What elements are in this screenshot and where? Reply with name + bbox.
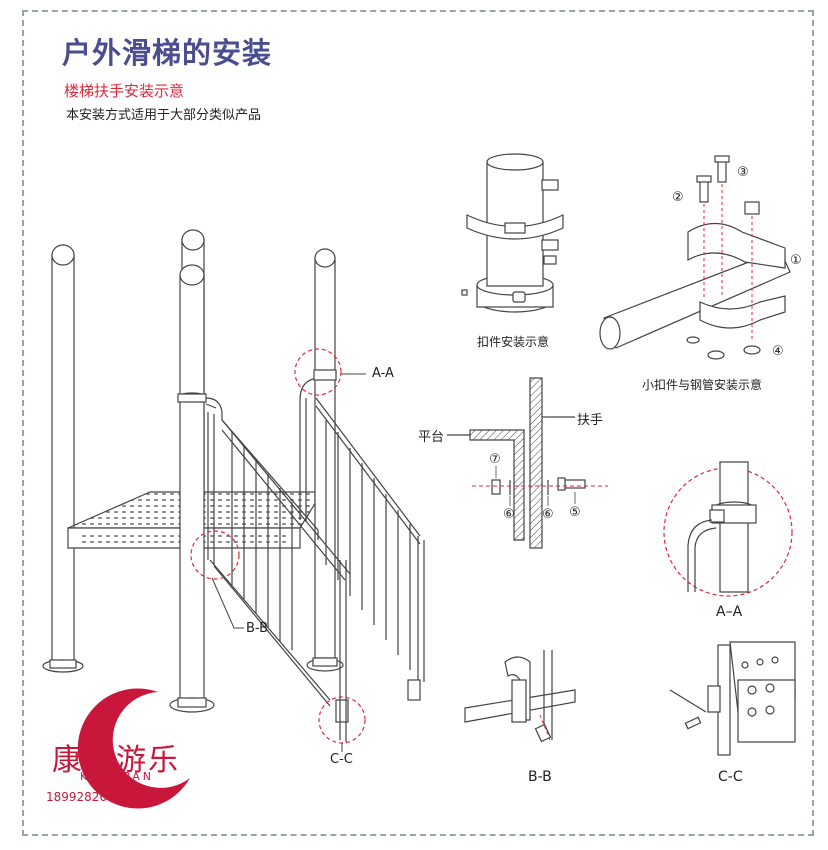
section-drawing xyxy=(447,377,586,549)
page-title: 户外滑梯的安装 xyxy=(62,36,273,70)
label-platform: 平台 xyxy=(418,430,445,445)
dashed-border xyxy=(22,10,814,836)
applicability-note: 本安装方式适用于大部分类似产品 xyxy=(66,108,262,123)
small-clamp-figure xyxy=(599,155,791,360)
label-b-b: B-B xyxy=(246,621,269,636)
caption-small-clamp-pipe: 小扣件与钢管安装示意 xyxy=(642,378,763,392)
label-a-a: A-A xyxy=(372,366,394,381)
callout-3: ③ xyxy=(737,165,749,180)
handrail-left xyxy=(205,397,351,707)
detail-b-b-axis xyxy=(539,714,551,741)
handrail-right xyxy=(299,377,425,742)
callout-2: ② xyxy=(672,190,684,205)
caption-detail-b-b: B-B xyxy=(528,769,552,785)
leader-lines xyxy=(211,373,366,752)
brand-logo-mark xyxy=(77,688,190,809)
brand-name-cn: 康攀游乐 xyxy=(52,743,180,778)
caption-clamp-install: 扣件安装示意 xyxy=(477,335,550,349)
caption-detail-c-c: C-C xyxy=(718,769,743,785)
small-clamp-dashes xyxy=(703,184,753,340)
brand-name-en: KANGPAN xyxy=(80,770,154,783)
callout-7: ⑦ xyxy=(489,452,501,467)
callout-5: ⑤ xyxy=(569,505,581,520)
main-structure xyxy=(42,229,425,742)
marker-circle-a-a xyxy=(294,348,342,396)
brand-phone: 18992820710 xyxy=(46,790,130,804)
clamp-a-a xyxy=(313,369,337,381)
detail-b-b xyxy=(464,650,576,743)
post-right xyxy=(306,248,344,672)
marker-circle-c-c xyxy=(318,696,366,744)
callout-leaders xyxy=(495,466,576,506)
post-mid-front xyxy=(169,264,215,713)
post-left xyxy=(42,244,84,673)
label-handrail: 扶手 xyxy=(577,413,604,428)
callout-6a: ⑥ xyxy=(503,507,515,522)
callout-6b: ⑥ xyxy=(542,507,554,522)
marker-circle-b-b xyxy=(190,530,240,580)
callout-4: ④ xyxy=(772,344,784,359)
page-subtitle: 楼梯扶手安装示意 xyxy=(64,82,185,100)
caption-detail-a-a: A–A xyxy=(716,604,743,620)
label-c-c: C-C xyxy=(330,752,353,767)
clamp-install-figure xyxy=(461,153,564,313)
detail-c-c xyxy=(669,641,796,756)
callout-1: ① xyxy=(790,253,802,268)
detail-a-a xyxy=(663,461,793,597)
